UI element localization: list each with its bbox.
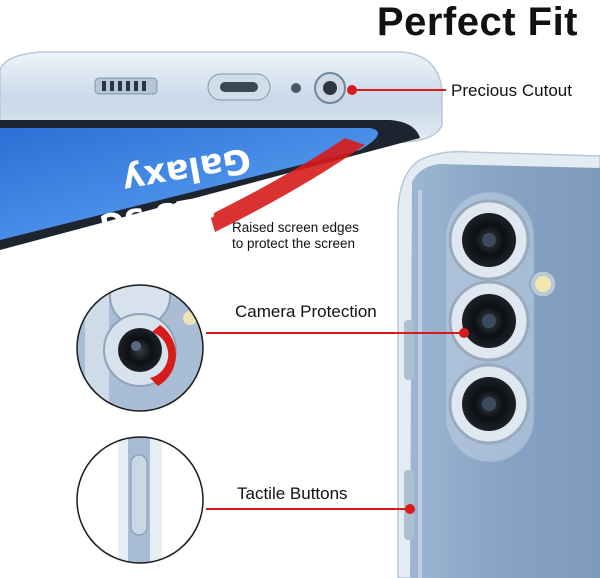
label-precious-cutout: Precious Cutout — [451, 81, 572, 100]
buttons-callout-dot — [405, 504, 415, 514]
camera-lens-top — [448, 199, 530, 281]
camera-lens-bottom — [448, 363, 530, 445]
phone-bottom-edge-view: Galaxy A15 5G — [0, 51, 446, 250]
camera-callout-dot — [459, 328, 469, 338]
label-raised-screen-edges-line1: Raised screen edges — [232, 220, 359, 235]
flash-icon — [529, 270, 557, 298]
camera-lens-middle — [448, 280, 530, 362]
label-raised-screen-edges: Raised screen edges to protect the scree… — [232, 220, 402, 252]
label-tactile-buttons: Tactile Buttons — [237, 484, 348, 503]
label-camera-protection: Camera Protection — [235, 302, 377, 321]
phone-back-view — [397, 150, 600, 578]
page-title: Perfect Fit — [376, 0, 578, 44]
camera-detail-circle — [76, 284, 204, 412]
buttons-detail-circle — [76, 436, 204, 564]
label-raised-screen-edges-line2: to protect the screen — [232, 236, 356, 251]
